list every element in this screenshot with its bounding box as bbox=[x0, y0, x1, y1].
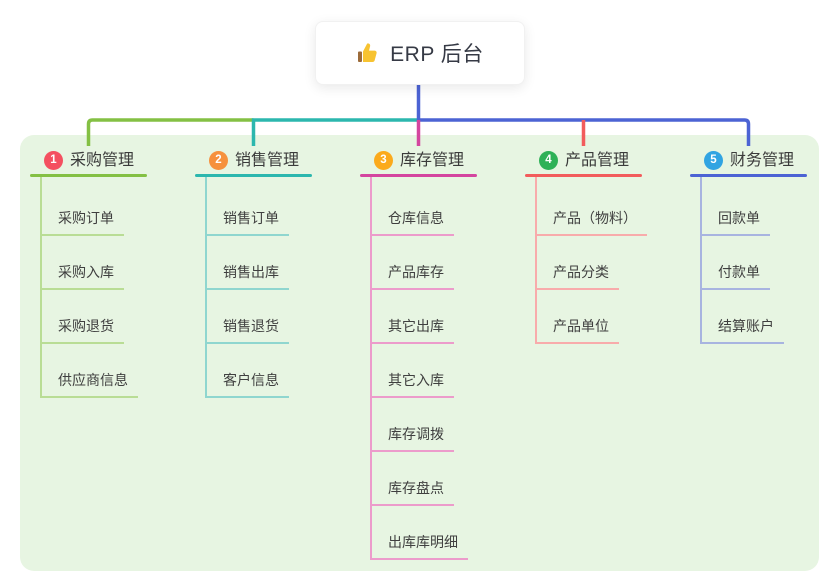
branch-trunk-line bbox=[700, 177, 702, 344]
child-node[interactable]: 仓库信息 bbox=[370, 208, 454, 236]
branch: 4 产品管理 产品（物料） 产品分类产品单位 bbox=[525, 0, 685, 588]
branch-underline bbox=[690, 174, 807, 177]
branch-title[interactable]: 库存管理 bbox=[400, 152, 465, 169]
child-node[interactable]: 采购入库 bbox=[40, 262, 124, 290]
branch-underline bbox=[525, 174, 642, 177]
child-node[interactable]: 销售出库 bbox=[205, 262, 289, 290]
child-node[interactable]: 产品单位 bbox=[535, 316, 619, 344]
child-node[interactable]: 销售退货 bbox=[205, 316, 289, 344]
child-node[interactable]: 销售订单 bbox=[205, 208, 289, 236]
branch: 1 采购管理 采购订单采购入库采购退货供应商信息 bbox=[30, 0, 190, 588]
branch-underline bbox=[195, 174, 312, 177]
child-node[interactable]: 采购订单 bbox=[40, 208, 124, 236]
branch-title[interactable]: 产品管理 bbox=[565, 152, 630, 169]
branch-title[interactable]: 采购管理 bbox=[70, 152, 135, 169]
child-node[interactable]: 供应商信息 bbox=[40, 370, 138, 398]
branch-number-badge: 4 bbox=[539, 151, 558, 170]
branch-underline bbox=[360, 174, 477, 177]
branch: 2 销售管理 销售订单销售出库销售退货客户信息 bbox=[195, 0, 355, 588]
branch-number-badge: 2 bbox=[209, 151, 228, 170]
child-node[interactable]: 回款单 bbox=[700, 208, 770, 236]
branch: 5 财务管理 回款单付款单结算账户 bbox=[690, 0, 839, 588]
thumbs-up-icon bbox=[356, 41, 380, 65]
canvas-panel bbox=[20, 135, 819, 571]
branch-title[interactable]: 财务管理 bbox=[730, 152, 795, 169]
branch-number-badge: 1 bbox=[44, 151, 63, 170]
child-node[interactable]: 出库库明细 bbox=[370, 532, 468, 560]
child-node[interactable]: 产品（物料） bbox=[535, 208, 647, 236]
branch-number-badge: 3 bbox=[374, 151, 393, 170]
child-node[interactable]: 付款单 bbox=[700, 262, 770, 290]
branch-trunk-line bbox=[40, 177, 42, 398]
branch-trunk-line bbox=[535, 177, 537, 344]
child-node[interactable]: 产品库存 bbox=[370, 262, 454, 290]
root-node[interactable]: ERP 后台 bbox=[315, 21, 525, 85]
root-label: ERP 后台 bbox=[390, 43, 484, 66]
branch-title[interactable]: 销售管理 bbox=[235, 152, 300, 169]
child-node[interactable]: 其它入库 bbox=[370, 370, 454, 398]
branch-underline bbox=[30, 174, 147, 177]
child-node[interactable]: 采购退货 bbox=[40, 316, 124, 344]
child-node[interactable]: 产品分类 bbox=[535, 262, 619, 290]
branch-trunk-line bbox=[205, 177, 207, 398]
child-node[interactable]: 客户信息 bbox=[205, 370, 289, 398]
branch-number-badge: 5 bbox=[704, 151, 723, 170]
child-node[interactable]: 库存调拨 bbox=[370, 424, 454, 452]
branch-trunk-line bbox=[370, 177, 372, 560]
child-node[interactable]: 结算账户 bbox=[700, 316, 784, 344]
branch: 3 库存管理 仓库信息产品库存其它出库其它入库库存调拨库存盘点出库库明细 bbox=[360, 0, 520, 588]
child-node[interactable]: 其它出库 bbox=[370, 316, 454, 344]
child-node[interactable]: 库存盘点 bbox=[370, 478, 454, 506]
